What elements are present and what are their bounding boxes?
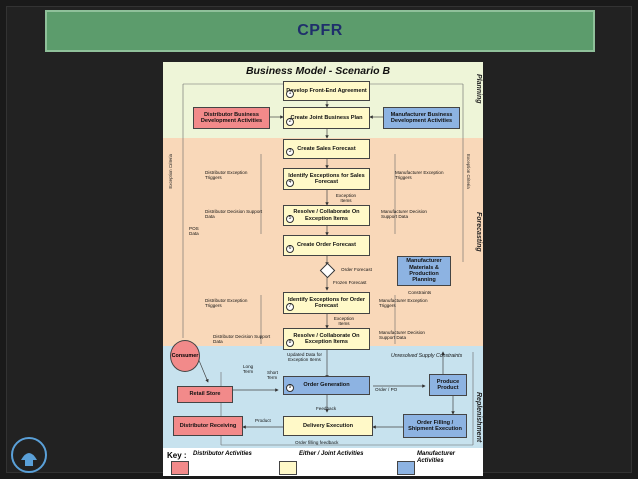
manufacturer-exception-triggers-label-2: Manufacturer Exception Triggers xyxy=(379,298,428,309)
diagram-title: Business Model - Scenario B xyxy=(245,65,391,77)
key-swatch-distributor xyxy=(171,461,189,475)
slide-title-bar: CPFR xyxy=(45,10,595,52)
replenishment-label: Replenishment xyxy=(475,392,482,443)
box-label: Produce Product xyxy=(436,378,460,391)
updated-data-label: Updated Data for Exception Items xyxy=(287,352,322,363)
step-number: 1 xyxy=(286,90,294,98)
manufacturer-materials-planning-box[interactable]: Manufacturer Materials & Production Plan… xyxy=(397,256,451,286)
step-8-box[interactable]: 8 Resolve / Collaborate On Exception Ite… xyxy=(283,328,370,350)
manufacturer-decision-support-label: Manufacturer Decision Support Data xyxy=(381,209,427,220)
manufacturer-decision-support-label-2: Manufacturer Decision Support Data xyxy=(379,330,425,341)
manufacturer-business-development-box[interactable]: Manufacturer Business Development Activi… xyxy=(383,107,460,129)
step-number: 6 xyxy=(286,245,294,253)
box-label: Distributor Business Development Activit… xyxy=(200,111,263,124)
forecasting-label: Forecasting xyxy=(475,212,482,252)
step-6-box[interactable]: 6 Create Order Forecast xyxy=(283,235,370,256)
key-title: Key : xyxy=(167,451,187,460)
constraints-label: Constraints xyxy=(408,290,432,295)
university-logo-icon xyxy=(10,436,48,474)
step-label: Develop Front-End Agreement xyxy=(286,87,367,94)
exception-criteria-left: Exception Criteria xyxy=(168,154,173,189)
unresolved-supply-constraints-label: Unresolved Supply Constraints xyxy=(391,353,463,359)
step-label: Identify Exceptions for Sales Forecast xyxy=(288,172,365,185)
step-label: Create Sales Forecast xyxy=(297,145,356,152)
produce-product-box[interactable]: Produce Product xyxy=(429,374,467,396)
manufacturer-exception-triggers-label: Manufacturer Exception Triggers xyxy=(395,170,444,181)
order-forecast-label: Order Forecast xyxy=(341,267,372,272)
exception-items-label: Exception Items xyxy=(335,193,357,204)
distributor-business-development-box[interactable]: Distributor Business Development Activit… xyxy=(193,107,270,129)
step-2-box[interactable]: 2 Create Joint Business Plan xyxy=(283,107,370,129)
step-1-box[interactable]: 1 Develop Front-End Agreement xyxy=(283,81,370,101)
step-label: Create Joint Business Plan xyxy=(290,114,363,121)
key-swatch-manufacturer xyxy=(397,461,415,475)
consumer-node[interactable]: Consumer xyxy=(170,340,200,372)
key-label-joint: Either / Joint Activities xyxy=(299,451,364,457)
step-number: 7 xyxy=(286,303,294,311)
step-number: 4 xyxy=(286,179,294,187)
exception-criteria-right: Exception Criteria xyxy=(466,154,471,189)
step-label: Resolve / Collaborate On Exception Items xyxy=(293,209,360,222)
step-number: 2 xyxy=(286,118,294,126)
key-label-manufacturer: Manufacturer Activities xyxy=(417,451,456,465)
order-po-label: Order / PO xyxy=(375,387,398,392)
step-label: Order Generation xyxy=(303,382,350,389)
step-3-box[interactable]: 3 Create Sales Forecast xyxy=(283,139,370,159)
step-5-box[interactable]: 5 Resolve / Collaborate On Exception Ite… xyxy=(283,205,370,226)
box-label: Manufacturer Business Development Activi… xyxy=(390,111,453,124)
step-number: 9 xyxy=(286,384,294,392)
key-zone xyxy=(163,448,483,476)
step-label: Resolve / Collaborate On Exception Items xyxy=(293,332,360,345)
feedback-label: Feedback xyxy=(316,406,337,411)
step-number: 8 xyxy=(286,339,294,347)
frozen-forecast-label: Frozen Forecast xyxy=(333,280,367,285)
slide-title: CPFR xyxy=(297,22,343,39)
distributor-exception-triggers-label-2: Distributor Exception Triggers xyxy=(205,298,248,309)
box-label: Manufacturer Materials & Production Plan… xyxy=(406,258,442,284)
step-4-box[interactable]: 4 Identify Exceptions for Sales Forecast xyxy=(283,168,370,190)
distributor-exception-triggers-label: Distributor Exception Triggers xyxy=(205,170,248,181)
distributor-decision-support-label-2: Distributor Decision Support Data xyxy=(213,334,271,345)
flow-arrows xyxy=(182,83,474,446)
step-7-box[interactable]: 7 Identify Exceptions for Order Forecast xyxy=(283,292,370,314)
step-label: Identify Exceptions for Order Forecast xyxy=(287,296,366,309)
box-label: Retail Store xyxy=(189,391,221,398)
consumer-label: Consumer xyxy=(171,353,199,359)
step-9-box[interactable]: 9 Order Generation xyxy=(283,376,370,395)
box-label: Order Filling / Shipment Execution xyxy=(408,419,462,432)
planning-label: Planning xyxy=(475,74,482,104)
distributor-decision-support-label: Distributor Decision Support Data xyxy=(205,209,263,220)
short-term-label: Short Term xyxy=(267,370,278,381)
cpfr-diagram: Business Model - Scenario B Planning For… xyxy=(163,62,483,476)
exception-items-label-2: Exception Items xyxy=(333,316,355,327)
retail-store-box[interactable]: Retail Store xyxy=(177,386,233,403)
delivery-execution-box[interactable]: Delivery Execution xyxy=(283,416,373,436)
key-swatch-joint xyxy=(279,461,297,475)
long-term-label: Long Term xyxy=(243,364,254,375)
pos-data-label: POS Data xyxy=(189,226,199,237)
order-filling-feedback-label: Order filling feedback xyxy=(295,440,339,445)
box-label: Delivery Execution xyxy=(302,422,354,429)
distributor-receiving-box[interactable]: Distributor Receiving xyxy=(173,416,243,436)
step-number: 3 xyxy=(286,148,294,156)
key-label-distributor: Distributor Activities xyxy=(193,451,252,457)
order-filling-box[interactable]: Order Filling / Shipment Execution xyxy=(403,414,467,438)
box-label: Distributor Receiving xyxy=(179,422,237,429)
product-label: Product xyxy=(255,418,271,423)
step-label: Create Order Forecast xyxy=(296,242,357,249)
step-number: 5 xyxy=(286,215,294,223)
